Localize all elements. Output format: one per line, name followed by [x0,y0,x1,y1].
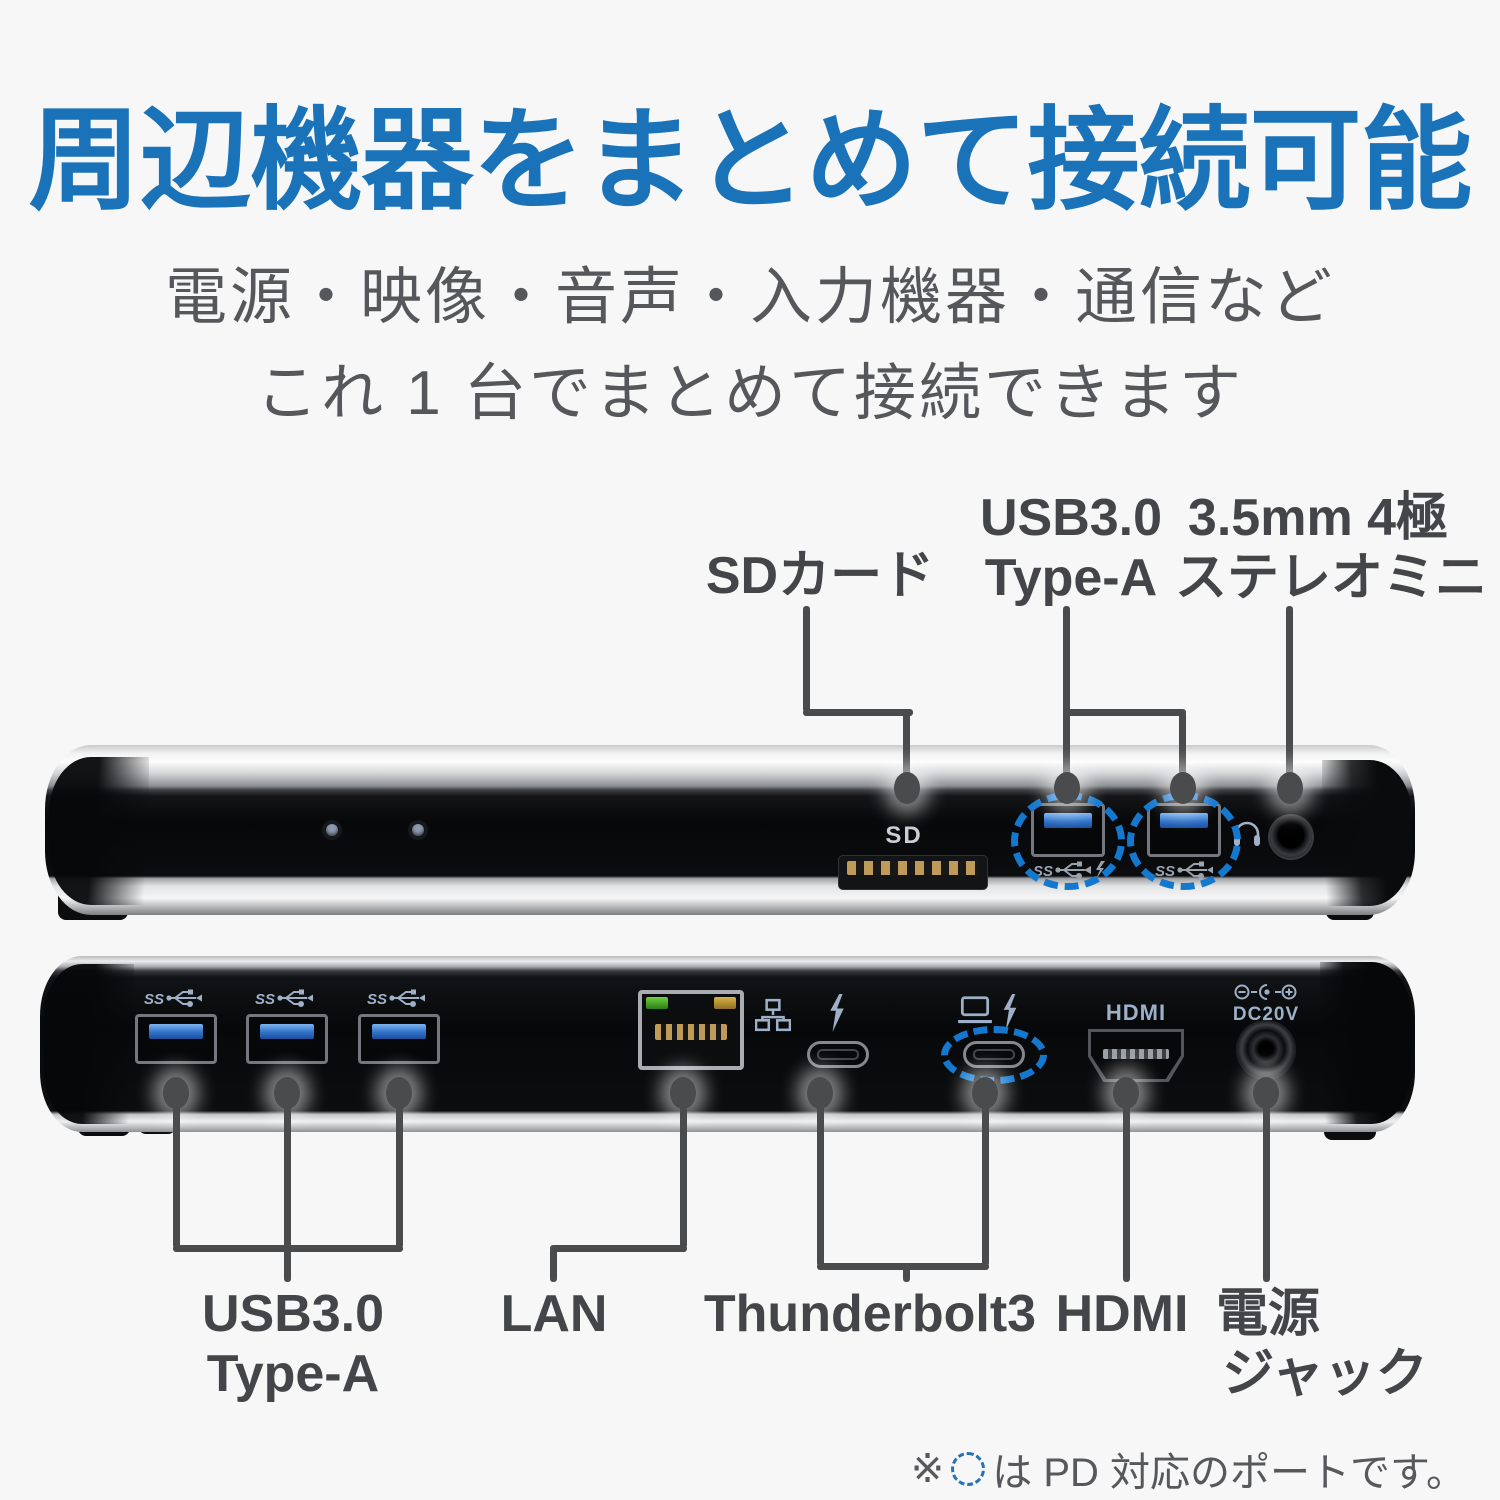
leader-line [284,1098,291,1282]
leader-line [1063,606,1070,778]
pd-footnote: ※ は PD 対応のポートです。 [911,1440,1466,1498]
leader-line [903,1266,910,1282]
leader-line [817,1098,824,1266]
pd-capable-dashed-circle [951,1452,986,1486]
leader-dot [894,772,920,804]
hdmi-pins [1103,1049,1169,1059]
label-rear-usb-line1: USB3.0 [201,1285,385,1343]
leader-line [982,1098,989,1266]
leader-line [550,1245,687,1252]
superspeed-usb-icon: SS [255,988,317,1013]
hdmi-cavity [1091,1032,1181,1079]
leader-line [1179,712,1186,778]
usb-tongue [260,1024,314,1039]
label-lan: LAN [500,1285,608,1343]
usb-tongue [149,1024,203,1039]
label-front-usb-line2: Type-A [984,549,1158,607]
label-stereo-line2: ステレオミニ [1175,549,1488,607]
pd-capable-dashed-circle [1127,792,1241,890]
svg-text:SS: SS [255,991,275,1008]
label-thunderbolt3: Thunderbolt3 [703,1285,1037,1343]
dc-power-jack-port [1238,1022,1294,1078]
leader-line [173,1245,403,1252]
sd-card-slot [838,855,988,890]
thunderbolt-bolt-icon [999,994,1021,1035]
leader-dot [1054,772,1080,804]
leader-dot [1277,772,1303,804]
usb-a-port-rear-2 [246,1014,328,1064]
label-front-usb-line1: USB3.0 [979,489,1163,547]
svg-text:SS: SS [144,991,164,1008]
leader-line [1263,1098,1270,1282]
label-rear-usb-line2: Type-A [206,1345,380,1403]
leader-line [173,1098,180,1248]
status-led [326,824,338,836]
stereo-mini-jack-port [1270,816,1312,858]
footnote-text: は PD 対応のポートです。 [992,1451,1466,1495]
superspeed-usb-icon: SS [367,988,429,1013]
footnote-prefix: ※ [910,1447,945,1491]
label-power-line2: ジャック [1222,1345,1428,1403]
dc-port-print: DC20V [1232,1004,1300,1025]
page-title: 周辺機器をまとめて接続可能 [28,98,1473,223]
leader-line [1066,709,1186,716]
usb-a-port-rear-3 [358,1014,440,1064]
label-stereo-line1: 3.5mm 4極 [1187,489,1449,547]
device-end-cap [1322,760,1412,906]
pd-capable-dashed-circle [1011,792,1125,890]
thunderbolt-bolt-icon [825,994,849,1037]
lan-rj45-port [638,990,744,1070]
device-end-cap [49,757,149,905]
usb-a-port-rear-1 [135,1014,217,1064]
leader-line [396,1098,403,1248]
hdmi-port [1088,1029,1184,1082]
laptop-icon [956,995,994,1032]
leader-dot [1170,772,1196,804]
leader-line [803,606,810,712]
pd-capable-dashed-circle [941,1026,1047,1084]
dc-power-polarity-icon [1234,980,1298,1009]
status-led [412,824,424,836]
device-end-cap [44,964,134,1124]
leader-line [1286,606,1293,778]
leader-line [1123,1098,1130,1282]
subtitle-line-1: 電源・映像・音声・入力機器・通信など [164,263,1335,332]
leader-line [903,712,910,778]
leader-line [803,709,913,716]
subtitle-line-2: これ 1 台でまとめて接続できます [256,359,1244,428]
superspeed-usb-icon: SS [144,988,206,1013]
hdmi-port-print: HDMI [1105,1000,1167,1025]
lan-led-amber [714,997,736,1009]
device-end-cap [1320,962,1412,1124]
leader-line [680,1098,687,1248]
usb-tongue [372,1024,426,1039]
svg-text:SS: SS [367,991,387,1008]
label-hdmi: HDMI [1055,1285,1189,1343]
sd-slot-print: SD [885,822,923,849]
lan-led-green [646,997,668,1009]
lan-pins [655,1024,727,1040]
sd-slot-pins [847,861,979,875]
label-sd-card: SDカード [705,547,935,605]
label-power-line1: 電源 [1215,1285,1320,1343]
leader-line [550,1248,557,1282]
thunderbolt3-port-1 [807,1041,869,1068]
ethernet-network-icon [754,998,792,1037]
